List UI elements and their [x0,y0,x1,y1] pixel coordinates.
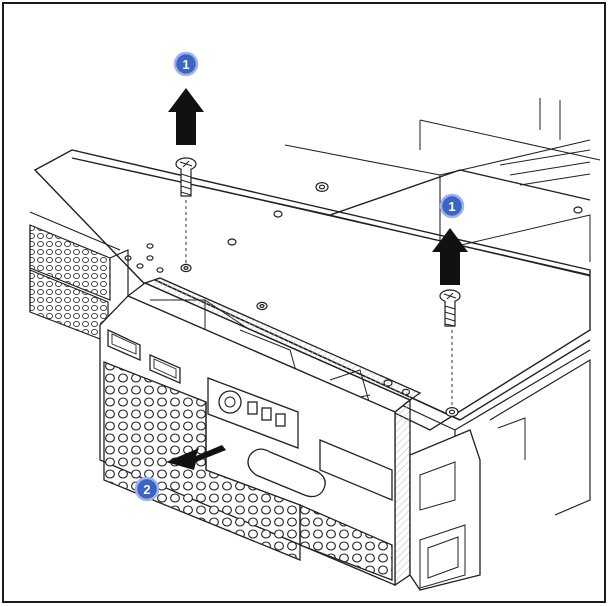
guide-lines [185,200,453,408]
callout-step-1-left: 1 [173,51,199,77]
screw-right [439,289,461,327]
power-button-icon [218,390,242,414]
chassis [33,98,601,516]
up-arrow-right [432,228,468,285]
callout-step-2: 2 [134,476,160,502]
up-arrow-icon [432,228,468,285]
left-arrow [166,445,226,470]
vga-port-icon [247,448,326,498]
screw-left [175,157,197,197]
svg-text:1: 1 [182,57,189,72]
up-arrow-left [168,88,204,145]
svg-text:1: 1 [448,199,455,214]
front-io-assembly [99,277,481,591]
callout-step-1-right: 1 [439,193,465,219]
up-arrow-icon [168,88,204,145]
left-arrow-icon [166,445,226,470]
svg-text:2: 2 [143,482,150,497]
